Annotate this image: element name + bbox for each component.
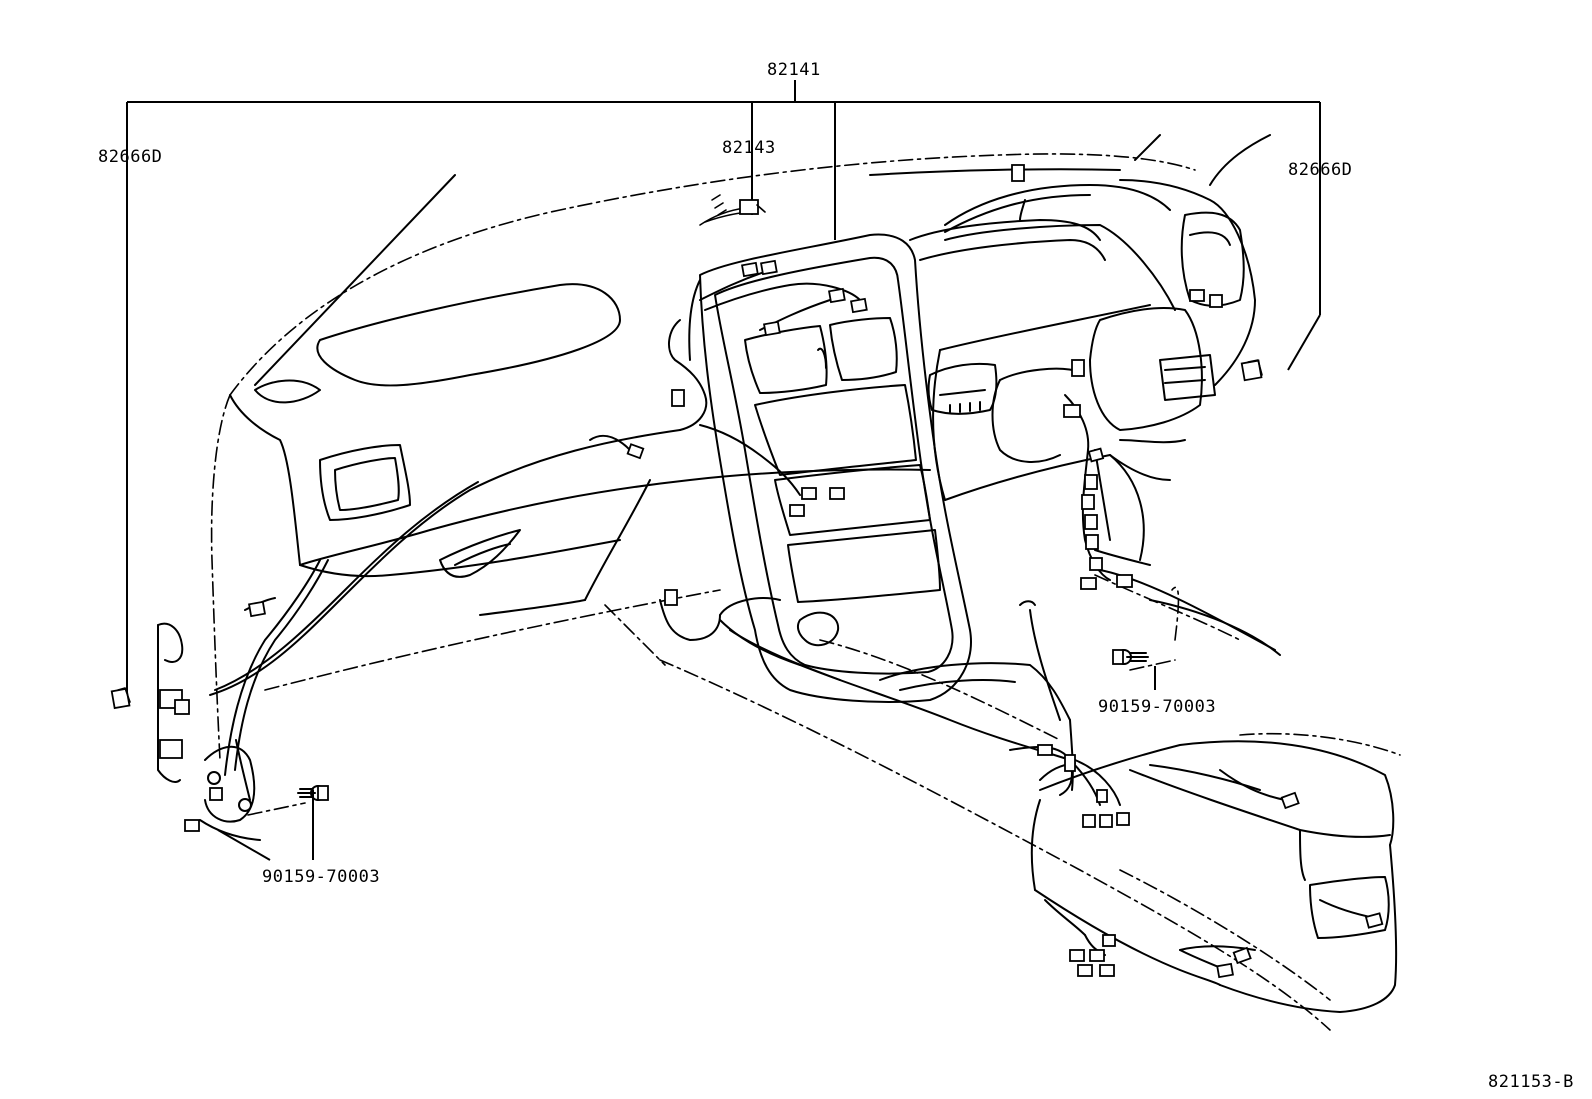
label-82666d-right: 82666D <box>1288 160 1352 180</box>
center-stack <box>688 219 1106 703</box>
clamp-82666d-right <box>1240 359 1263 382</box>
bolt-center <box>1112 649 1149 665</box>
label-82143: 82143 <box>722 138 776 158</box>
bolt-left <box>297 785 329 801</box>
label-82666d-left: 82666D <box>98 147 162 167</box>
instrument-panel-outline <box>210 153 1401 1031</box>
leader-lines <box>126 80 1321 861</box>
sub-harness-82143 <box>699 194 766 226</box>
left-junction-bracket <box>110 622 256 823</box>
wire-harness <box>199 184 1376 971</box>
label-82141: 82141 <box>767 60 821 80</box>
floor-console <box>879 662 1398 1013</box>
label-90159-70003-left: 90159-70003 <box>262 867 380 887</box>
label-90159-70003-center: 90159-70003 <box>1098 697 1216 717</box>
harness-connectors <box>184 164 1384 979</box>
instrument-panel-body <box>229 134 1271 616</box>
part-labels: 82141 82143 82666D 82666D 90159-70003 90… <box>98 60 1574 1092</box>
figure-code: 821153-B <box>1488 1072 1574 1092</box>
